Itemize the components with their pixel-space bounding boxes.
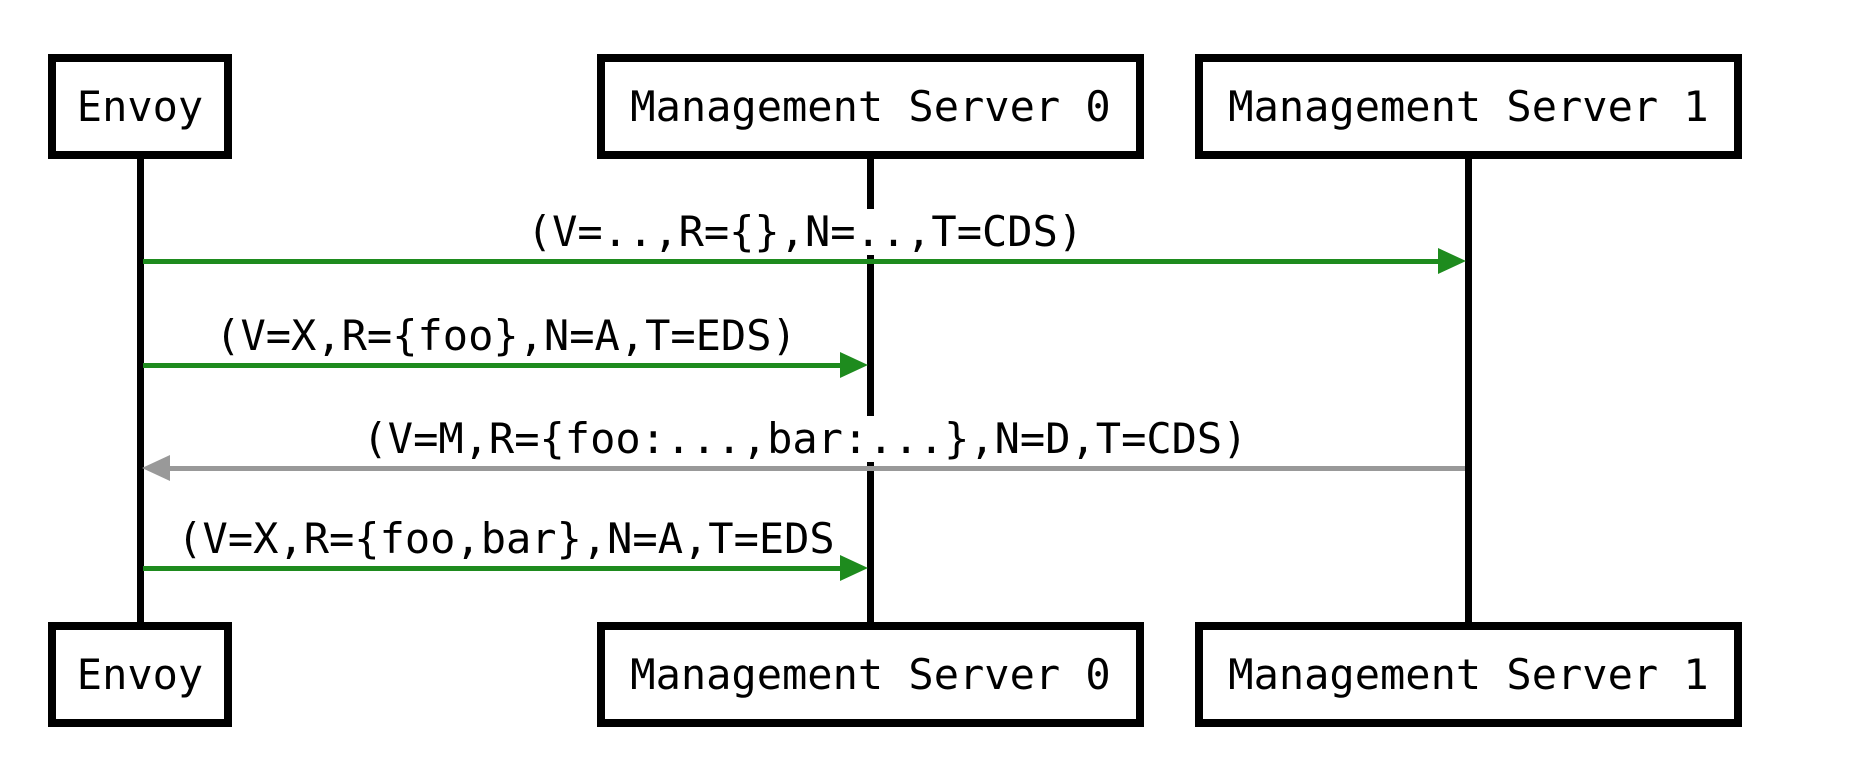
message-1-arrowhead-right-icon [1438, 248, 1466, 274]
message-2-arrowhead-right-icon [840, 352, 868, 378]
lifeline-envoy [137, 159, 144, 622]
actor-label-management-server-1-bottom: Management Server 1 [1228, 649, 1709, 699]
message-3-arrowhead-left-icon [142, 455, 170, 481]
message-4-arrowhead-right-icon [840, 555, 868, 581]
actor-box-management-server-0-top: Management Server 0 [597, 54, 1144, 159]
actor-box-management-server-1-bottom: Management Server 1 [1195, 622, 1742, 727]
actor-box-envoy-bottom: Envoy [48, 622, 232, 727]
message-1-label: (V=..,R={},N=..,T=CDS) [520, 209, 1090, 255]
message-1-line [143, 259, 1438, 264]
message-4-line [143, 566, 840, 571]
message-3-label: (V=M,R={foo:...,bar:...},N=D,T=CDS) [356, 416, 1254, 462]
message-2-label: (V=X,R={foo},N=A,T=EDS) [209, 313, 803, 359]
message-3-line [170, 466, 1465, 471]
actor-box-management-server-1-top: Management Server 1 [1195, 54, 1742, 159]
actor-label-management-server-0-top: Management Server 0 [630, 81, 1111, 131]
actor-box-envoy-top: Envoy [48, 54, 232, 159]
actor-label-envoy-bottom: Envoy [76, 649, 204, 699]
message-4-label: (V=X,R={foo,bar},N=A,T=EDS [171, 516, 841, 562]
actor-label-management-server-0-bottom: Management Server 0 [630, 649, 1111, 699]
lifeline-management-server-1 [1465, 159, 1472, 622]
message-2-line [143, 363, 840, 368]
actor-label-management-server-1-top: Management Server 1 [1228, 81, 1709, 131]
lifeline-management-server-0 [867, 159, 874, 622]
actor-box-management-server-0-bottom: Management Server 0 [597, 622, 1144, 727]
actor-label-envoy-top: Envoy [76, 81, 204, 131]
